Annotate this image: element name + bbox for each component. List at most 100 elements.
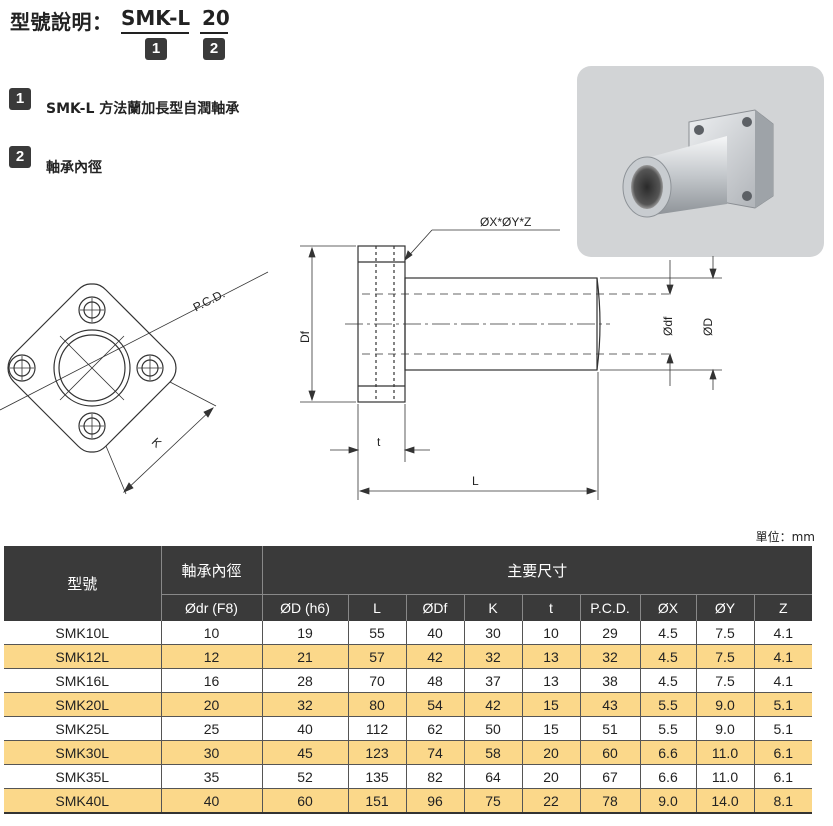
table-cell: 6.6 [639,740,696,765]
code-underline-1 [121,32,189,34]
header-inner-diameter: 軸承內徑 [160,546,262,595]
sub-header-cell: ØX [639,594,696,621]
sub-header-cell: P.C.D. [579,594,640,621]
unit-label: 單位：mm [755,530,815,544]
hole-label: ØX*ØY*Z [480,215,531,229]
table-cell: 35 [160,764,262,789]
table-cell: 4.5 [639,621,696,645]
sub-header-cell: ØD (h6) [261,594,348,621]
table-cell: 25 [160,716,262,741]
table-cell: 42 [405,644,464,669]
table-cell: 6.1 [753,740,812,765]
table-cell: 32 [463,644,522,669]
table-cell: 32 [579,644,640,669]
table-cell: 7.5 [695,644,754,669]
table-cell: 51 [579,716,640,741]
table-cell: 11.0 [695,764,754,789]
table-cell: 21 [261,644,348,669]
table-cell: 9.0 [695,716,754,741]
table-cell: 20 [521,740,580,765]
table-cell: 6.1 [753,764,812,789]
model-cell: SMK30L [4,740,161,765]
model-code-series: SMK-L [121,6,191,30]
legend-badge-2: 2 [9,146,31,168]
model-cell: SMK35L [4,764,161,789]
header-model: 型號 [4,546,161,621]
table-cell: 9.0 [639,788,696,814]
table-cell: 55 [347,621,406,645]
table-cell: 74 [405,740,464,765]
table-cell: 9.0 [695,692,754,717]
table-cell: 75 [463,788,522,814]
table-cell: 43 [579,692,640,717]
sub-header-cell: t [521,594,580,621]
table-cell: 112 [347,716,406,741]
table-cell: 30 [463,621,522,645]
table-cell: 40 [405,621,464,645]
table-cell: 62 [405,716,464,741]
table-cell: 15 [521,716,580,741]
code-badge-2: 2 [203,38,225,60]
table-cell: 54 [405,692,464,717]
table-cell: 5.5 [639,716,696,741]
model-cell: SMK12L [4,644,161,669]
table-cell: 60 [261,788,348,814]
table-cell: 12 [160,644,262,669]
table-cell: 4.5 [639,644,696,669]
table-cell: 48 [405,668,464,693]
table-cell: 4.5 [639,668,696,693]
table-cell: 67 [579,764,640,789]
table-cell: 10 [521,621,580,645]
table-cell: 80 [347,692,406,717]
k-label: K [149,435,165,451]
code-underline-2 [200,32,228,34]
sub-header-cell: K [463,594,522,621]
table-cell: 32 [261,692,348,717]
od-label: ØD [701,318,715,336]
table-cell: 64 [463,764,522,789]
table-cell: 82 [405,764,464,789]
table-cell: 13 [521,644,580,669]
table-cell: 14.0 [695,788,754,814]
sub-header-cell: Z [753,594,812,621]
product-photo [577,66,824,257]
table-cell: 135 [347,764,406,789]
table-cell: 45 [261,740,348,765]
table-cell: 7.5 [695,668,754,693]
table-cell: 10 [160,621,262,645]
table-cell: 13 [521,668,580,693]
table-cell: 60 [579,740,640,765]
table-cell: 40 [160,788,262,814]
header-main-dimensions: 主要尺寸 [261,546,812,595]
table-cell: 11.0 [695,740,754,765]
legend-text-1: SMK-L 方法蘭加長型自潤軸承 [46,101,240,117]
model-cell: SMK40L [4,788,161,814]
odf-label: Ødf [661,316,675,336]
table-cell: 37 [463,668,522,693]
table-cell: 5.1 [753,692,812,717]
table-cell: 29 [579,621,640,645]
pcd-label: P.C.D. [191,287,227,315]
model-cell: SMK16L [4,668,161,693]
table-cell: 96 [405,788,464,814]
table-cell: 58 [463,740,522,765]
sub-header-cell: L [347,594,406,621]
table-cell: 20 [521,764,580,789]
table-cell: 5.1 [753,716,812,741]
df-label: Df [298,330,312,343]
page-title: 型號說明： [10,10,113,34]
l-label: L [472,474,479,488]
table-cell: 22 [521,788,580,814]
t-label: t [377,435,381,449]
sub-header-cell: ØDf [405,594,464,621]
table-cell: 7.5 [695,621,754,645]
model-code-size: 20 [202,6,230,30]
table-cell: 42 [463,692,522,717]
sub-header-cell: Ødr (F8) [160,594,262,621]
